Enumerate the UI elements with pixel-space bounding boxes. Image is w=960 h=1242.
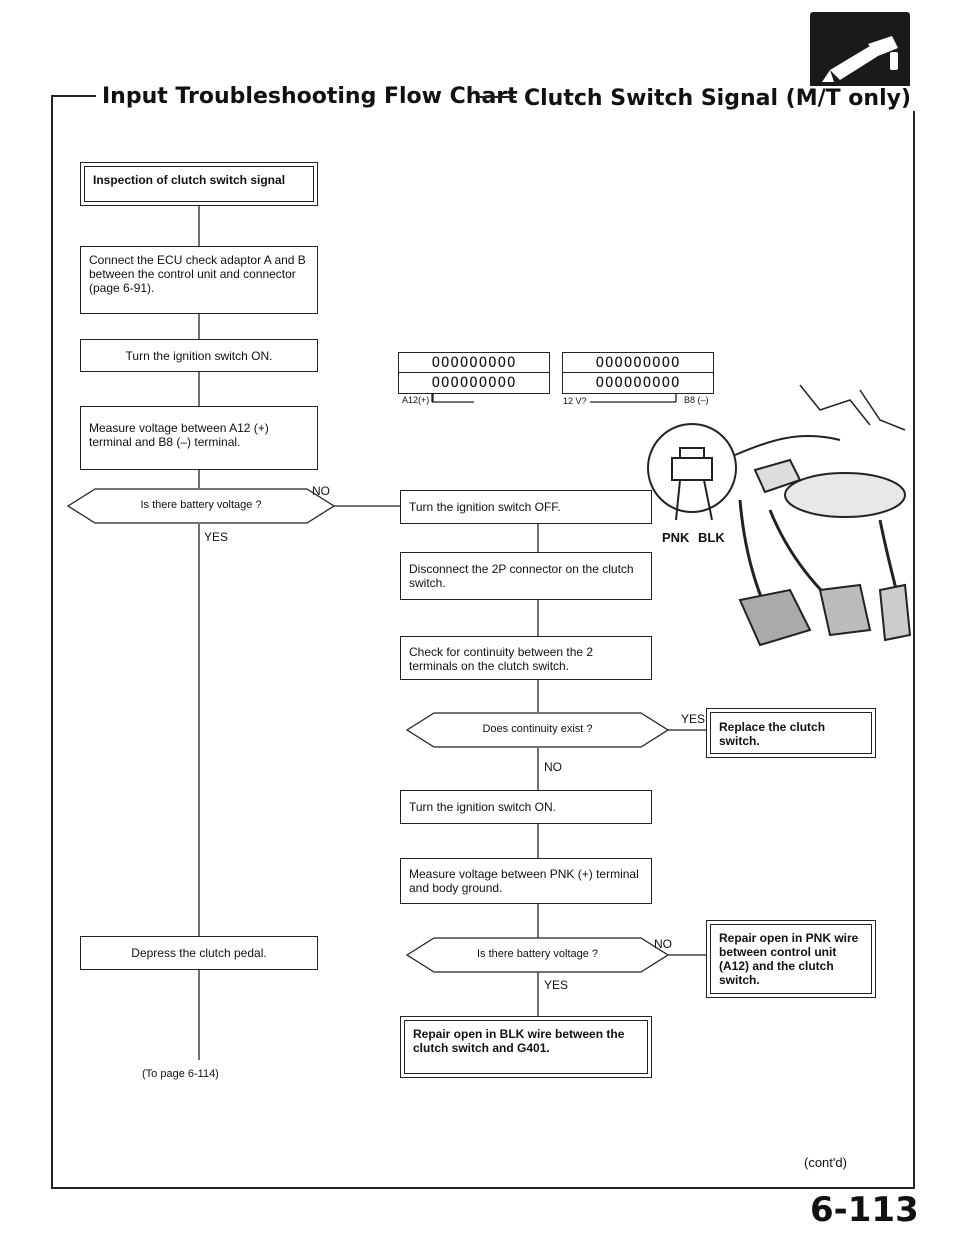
fuel-nozzle-logo: [810, 12, 910, 94]
step-check-continuity: Check for continuity between the 2 termi…: [400, 636, 652, 680]
decision-battery-voltage: Is there battery voltage ?: [140, 499, 262, 511]
step-ignition-off: Turn the ignition switch OFF.: [400, 490, 652, 524]
no-label-voltage: NO: [654, 937, 672, 951]
yes-label-voltage: YES: [544, 978, 569, 992]
step-measure-voltage: Measure voltage between A12 (+) terminal…: [80, 406, 318, 470]
decision-shape-left: [66, 488, 336, 524]
decision-battery-voltage-2: Is there battery voltage ?: [476, 948, 599, 960]
connector-b-row1: OOOOOOOOO: [562, 352, 714, 374]
decision-continuity: Does continuity exist ?: [482, 723, 593, 735]
page-number: 6-113: [810, 1190, 919, 1230]
title-divider: [479, 96, 516, 98]
step-connect-adaptor: Connect the ECU check adaptor A and B be…: [80, 246, 318, 314]
label-12v: 12 V?: [560, 396, 590, 406]
connector-a-row1: OOOOOOOOO: [398, 352, 550, 374]
connector-a-row2: OOOOOOOOO: [398, 372, 550, 394]
page-title: Input Troubleshooting Flow Chart: [96, 84, 524, 109]
step-ignition-on-2: Turn the ignition switch ON.: [400, 790, 652, 824]
result-replace-switch: Replace the clutch switch.: [706, 708, 876, 758]
decision-shape-continuity: [405, 712, 670, 748]
continued-label: (cont'd): [804, 1155, 847, 1170]
to-page-ref: (To page 6-114): [142, 1068, 219, 1080]
pedal-illustration: [647, 384, 912, 647]
connector-b-row2: OOOOOOOOO: [562, 372, 714, 394]
step-depress-clutch: Depress the clutch pedal.: [80, 936, 318, 970]
section-title: Clutch Switch Signal (M/T only): [518, 86, 918, 111]
yes-label-left: YES: [204, 530, 229, 544]
step-measure-pnk: Measure voltage between PNK (+) terminal…: [400, 858, 652, 904]
no-label-left: NO: [312, 484, 330, 498]
wire-label-blk: BLK: [698, 530, 725, 545]
yes-label-continuity: YES: [681, 712, 706, 726]
result-repair-pnk: Repair open in PNK wire between control …: [706, 920, 876, 998]
decision-shape-voltage: [405, 937, 670, 973]
step-ignition-on: Turn the ignition switch ON.: [80, 339, 318, 372]
step-disconnect-2p: Disconnect the 2P connector on the clutc…: [400, 552, 652, 600]
step-inspection: Inspection of clutch switch signal: [80, 162, 318, 206]
label-a12: A12(+): [402, 395, 430, 405]
result-repair-blk: Repair open in BLK wire between the clut…: [400, 1016, 652, 1078]
label-b8: B8 (–): [684, 395, 709, 405]
no-label-continuity: NO: [544, 760, 562, 774]
wire-label-pnk: PNK: [662, 530, 690, 545]
